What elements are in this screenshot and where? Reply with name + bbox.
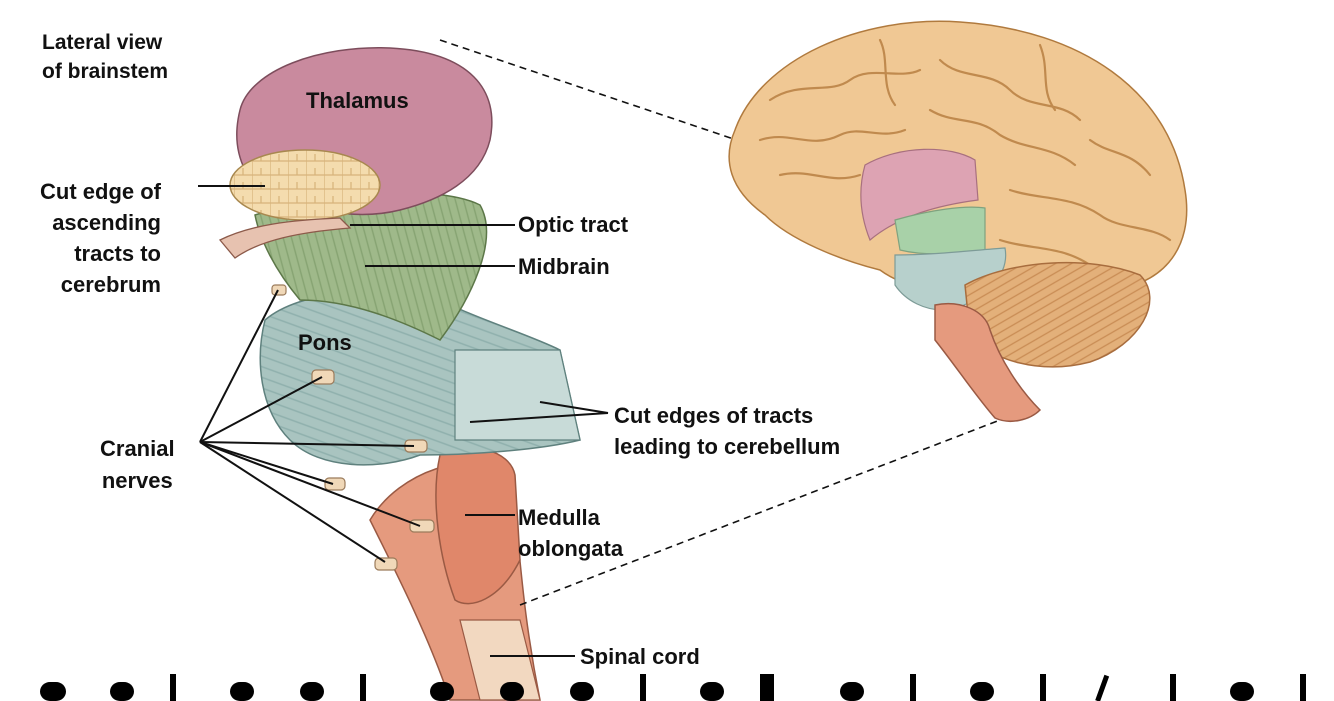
cerebellar-cut-face-shape <box>455 350 580 440</box>
label-optic-tract: Optic tract <box>518 212 628 238</box>
label-cut-edges-cerebellum: Cut edges of tracts leading to cerebellu… <box>614 400 840 462</box>
label-pons: Pons <box>298 330 352 356</box>
label-thalamus: Thalamus <box>306 88 409 114</box>
label-spinal-cord: Spinal cord <box>580 644 700 670</box>
diagram-title: Lateral view of brainstem <box>42 28 168 86</box>
label-medulla-oblongata: Medulla oblongata <box>518 502 623 564</box>
cropped-text-strip <box>0 674 1334 701</box>
whole-brain-illustration <box>729 21 1187 421</box>
label-cut-edge-ascending-tracts: Cut edge of ascending tracts to cerebrum <box>40 176 161 300</box>
label-midbrain: Midbrain <box>518 254 610 280</box>
medulla-shape <box>436 448 520 604</box>
label-cranial-nerves: Cranial nerves <box>100 433 175 497</box>
